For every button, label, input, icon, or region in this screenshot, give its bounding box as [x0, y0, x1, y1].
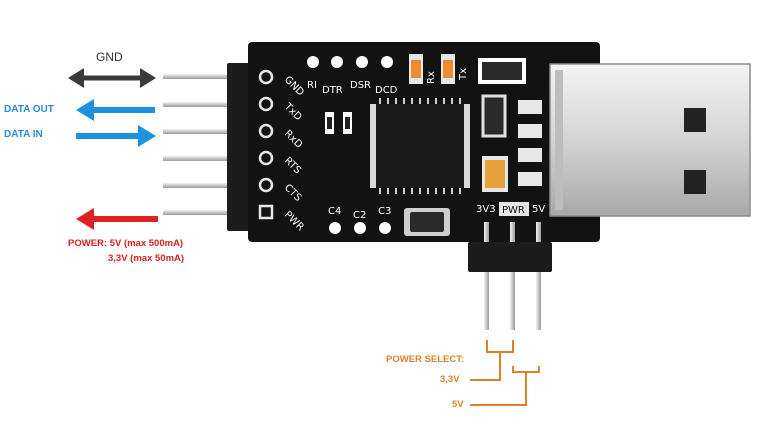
cap-pads	[329, 222, 391, 234]
data-in-label: DATA IN	[4, 129, 43, 140]
label-dsr: DSR	[350, 80, 371, 91]
data-out-label: DATA OUT	[4, 104, 54, 115]
smd-capacitors	[325, 112, 352, 134]
power-select-5v: 5V	[452, 399, 464, 410]
label-tx: Tx	[458, 68, 469, 81]
label-c4: C4	[328, 206, 341, 217]
power-select-header	[468, 222, 552, 330]
tantalum-capacitor	[482, 156, 508, 192]
label-dtr: DTR	[322, 85, 343, 96]
led-rx	[409, 54, 423, 84]
label-pwr-header: PWR	[502, 205, 525, 216]
power-select-lines	[470, 340, 540, 406]
label-dcd: DCD	[375, 85, 398, 96]
regulator	[481, 94, 507, 138]
data-in-arrow	[76, 125, 156, 147]
fuse-component	[478, 58, 526, 84]
label-rx: Rx	[426, 71, 437, 84]
usb-pads	[518, 100, 542, 186]
label-ri: RI	[307, 80, 317, 91]
gnd-arrow	[68, 68, 156, 88]
led-tx	[441, 54, 455, 84]
side-header-pins	[163, 63, 257, 231]
label-3v3: 3V3	[476, 204, 496, 215]
top-pads	[307, 56, 393, 68]
power-arrow	[76, 208, 158, 230]
usb-connector	[549, 63, 751, 217]
usb-uart-chip	[370, 98, 470, 194]
side-pin-pads	[258, 69, 274, 220]
label-c3: C3	[378, 206, 391, 217]
label-5v: 5V	[532, 204, 545, 215]
power-select-33v: 3,3V	[440, 374, 460, 385]
power-label-33v: 3,3V (max 50mA)	[108, 253, 185, 264]
power-select-title: POWER SELECT:	[386, 354, 465, 365]
data-out-arrow	[76, 99, 155, 121]
power-label-5v: POWER: 5V (max 500mA)	[68, 238, 184, 249]
gnd-label: GND	[96, 50, 123, 64]
label-c2: C2	[353, 210, 366, 221]
